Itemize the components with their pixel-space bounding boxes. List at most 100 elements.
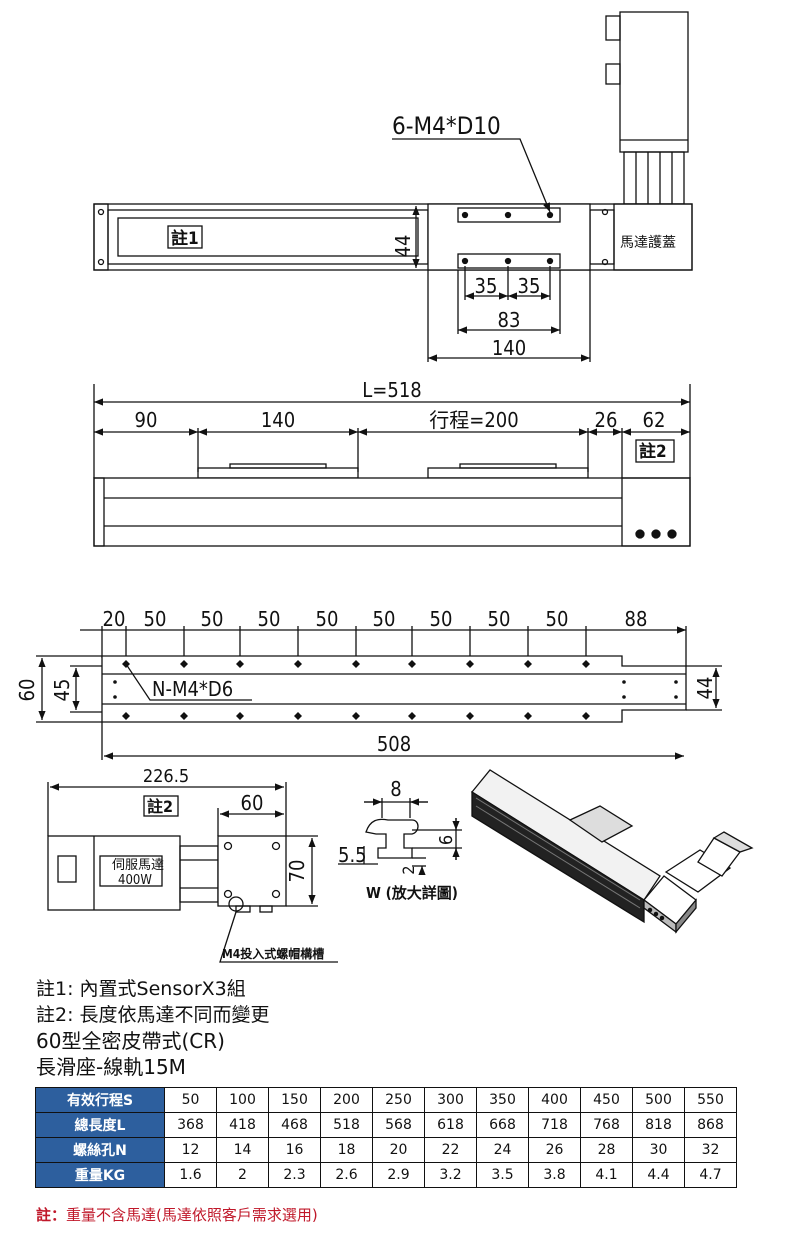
bottom-view-holes [113, 660, 678, 720]
height-44: 44 [693, 677, 717, 700]
spec-cell: 30 [632, 1137, 685, 1163]
pitch-8: 50 [546, 607, 569, 631]
detail-dim-5-5: 5.5 [338, 843, 367, 867]
bottom-view [36, 626, 722, 760]
spec-row-label: 螺絲孔N [35, 1137, 165, 1163]
note1-tag: 註1 [171, 228, 199, 249]
pitch-7: 50 [488, 607, 511, 631]
top-hole-spec: 6-M4*D10 [392, 112, 501, 140]
height-60: 60 [15, 679, 39, 702]
note2-tag-end: 註2 [147, 797, 173, 816]
spec-cell: 500 [632, 1087, 685, 1113]
spec-cell: 468 [268, 1112, 321, 1138]
end-dim-60: 60 [241, 791, 264, 815]
spec-cell: 368 [164, 1112, 217, 1138]
isometric-view [471, 769, 754, 934]
height-45: 45 [50, 679, 74, 702]
end-view [47, 782, 338, 963]
spec-row-label: 總長度L [35, 1112, 165, 1138]
spec-cell: 12 [164, 1137, 217, 1163]
spec-row-label: 重量KG [35, 1162, 165, 1188]
motor-label-1: 伺服馬達 [112, 858, 164, 873]
motor-label-2: 400W [118, 873, 152, 888]
pitch-4: 50 [316, 607, 339, 631]
side-dim-62: 62 [643, 408, 666, 432]
spec-cell: 200 [320, 1087, 373, 1113]
pitch-1: 50 [144, 607, 167, 631]
side-view-labels: L=518 90 140 行程=200 26 62 註2 [135, 378, 667, 462]
stroke-label: 行程=200 [429, 408, 518, 432]
spec-cell: 668 [476, 1112, 529, 1138]
spec-cell: 32 [684, 1137, 737, 1163]
top-dim-35b: 35 [518, 274, 541, 298]
bottom-view-labels: 20 50 50 50 50 50 50 50 50 88 N-M4*D6 60… [15, 607, 717, 756]
detail-dim-6: 6 [436, 835, 457, 845]
spec-cell: 350 [476, 1087, 529, 1113]
spec-cell: 2.6 [320, 1162, 373, 1188]
end-dim-70: 70 [285, 860, 309, 883]
spec-cell: 50 [164, 1087, 217, 1113]
side-dim-26: 26 [595, 408, 618, 432]
pitch-6: 50 [430, 607, 453, 631]
spec-cell: 4.7 [684, 1162, 737, 1188]
spec-cell: 18 [320, 1137, 373, 1163]
top-dim-140: 140 [492, 336, 526, 360]
dim-226-5: 226.5 [143, 766, 189, 787]
footnote-prefix: 註： [36, 1206, 67, 1224]
spec-cell: 150 [268, 1087, 321, 1113]
spec-cell: 250 [372, 1087, 425, 1113]
spec-cell: 768 [580, 1112, 633, 1138]
spec-cell: 3.2 [424, 1162, 477, 1188]
spec-cell: 518 [320, 1112, 373, 1138]
spec-cell: 418 [216, 1112, 269, 1138]
spec-cell: 568 [372, 1112, 425, 1138]
spec-cell: 24 [476, 1137, 529, 1163]
nut-slot-label: M4投入式螺帽構槽 [222, 946, 324, 961]
top-view [93, 11, 693, 362]
top-width-44: 44 [391, 235, 415, 258]
spec-cell: 4.4 [632, 1162, 685, 1188]
model-sub: 長滑座-線軌15M [36, 1055, 186, 1079]
spec-cell: 14 [216, 1137, 269, 1163]
note2-tag-side: 註2 [639, 441, 667, 462]
spec-cell: 718 [528, 1112, 581, 1138]
spec-cell: 2.3 [268, 1162, 321, 1188]
pitch-9: 88 [625, 607, 648, 631]
detail-caption: W (放大詳圖) [366, 884, 458, 902]
spec-cell: 400 [528, 1087, 581, 1113]
weight-footnote: 註：重量不含馬達(馬達依照客戶需求選用) [36, 1204, 318, 1225]
spec-cell: 450 [580, 1087, 633, 1113]
spec-cell: 2 [216, 1162, 269, 1188]
notes-block: 註1: 內置式SensorX3組 註2: 長度依馬達不同而變更 60型全密皮帶式… [36, 976, 270, 1080]
pitch-5: 50 [373, 607, 396, 631]
spec-cell: 20 [372, 1137, 425, 1163]
spec-cell: 300 [424, 1087, 477, 1113]
model-name: 60型全密皮帶式(CR) [36, 1029, 225, 1053]
note-2: 註2: 長度依馬達不同而變更 [36, 1004, 270, 1026]
spec-cell: 3.8 [528, 1162, 581, 1188]
end-view-labels: 226.5 註2 60 70 伺服馬達 400W M4投入式螺帽構槽 [112, 766, 324, 961]
spec-cell: 618 [424, 1112, 477, 1138]
spec-cell: 4.1 [580, 1162, 633, 1188]
spec-cell: 26 [528, 1137, 581, 1163]
spec-cell: 1.6 [164, 1162, 217, 1188]
note-1: 註1: 內置式SensorX3組 [36, 978, 246, 1000]
side-dim-140: 140 [261, 408, 295, 432]
pitch-0: 20 [103, 607, 126, 631]
spec-cell: 2.9 [372, 1162, 425, 1188]
spec-cell: 868 [684, 1112, 737, 1138]
side-view [93, 384, 691, 547]
spec-cell: 100 [216, 1087, 269, 1113]
top-dim-83: 83 [498, 308, 521, 332]
spec-cell: 22 [424, 1137, 477, 1163]
spec-cell: 28 [580, 1137, 633, 1163]
detail-dim-8: 8 [390, 777, 401, 801]
detail-w-labels: 8 6 5.5 2 W (放大詳圖) [338, 777, 458, 902]
bottom-hole-spec: N-M4*D6 [152, 677, 233, 701]
detail-w-view [338, 798, 462, 876]
